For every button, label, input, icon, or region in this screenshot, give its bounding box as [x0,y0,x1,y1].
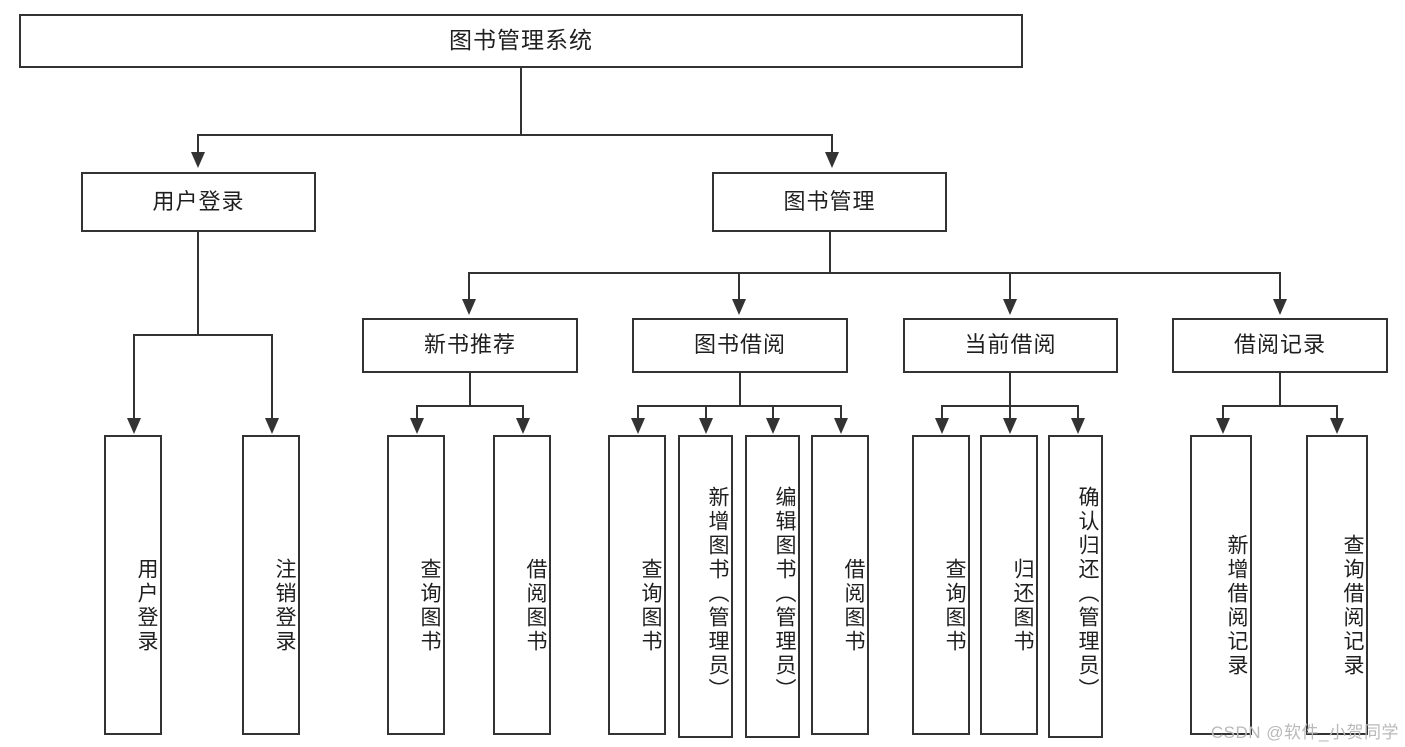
node-borrow-record[interactable]: 借阅记录 [1172,318,1388,373]
arrowhead-to-book-manage [825,152,839,168]
arrowhead-current-borrow-leaf-2 [1003,418,1017,434]
connector-current-borrow-drop-3 [1077,405,1079,419]
arrowhead-book-borrow-leaf-1 [631,418,645,434]
arrowhead-current-borrow-leaf-3 [1071,418,1085,434]
leaf-current-borrow-return-book[interactable]: 归还图书 [980,435,1038,735]
connector-root-stem [520,68,522,135]
connector-user-login-drop-1 [133,334,135,420]
connector-new-book-drop-1 [416,405,418,419]
connector-root-bus [197,134,833,136]
arrowhead-book-borrow-leaf-4 [834,418,848,434]
arrowhead-book-borrow-leaf-3 [766,418,780,434]
connector-borrow-record-drop-1 [1222,405,1224,419]
connector-book-manage-stem [829,232,831,274]
connector-book-borrow-drop-3 [772,405,774,419]
arrowhead-current-borrow-leaf-1 [935,418,949,434]
connector-user-login-stem [197,232,199,335]
connector-borrow-record-stem [1279,373,1281,407]
node-root-system[interactable]: 图书管理系统 [19,14,1023,68]
arrowhead-to-current-borrow [1003,299,1017,315]
arrowhead-new-book-leaf-1 [410,418,424,434]
arrowhead-borrow-record-leaf-1 [1216,418,1230,434]
arrowhead-new-book-leaf-2 [516,418,530,434]
connector-book-borrow-drop-4 [840,405,842,419]
arrowhead-to-borrow-record [1273,299,1287,315]
node-new-book-recommend[interactable]: 新书推荐 [362,318,578,373]
leaf-book-borrow-add-book-admin[interactable]: 新增图书（管理员） [678,435,733,738]
leaf-user-login[interactable]: 用户登录 [104,435,162,735]
connector-book-borrow-drop-1 [637,405,639,419]
connector-new-book-bus [416,405,524,407]
leaf-book-borrow-borrow-book[interactable]: 借阅图书 [811,435,869,735]
connector-book-borrow-bus [637,405,842,407]
leaf-user-logout[interactable]: 注销登录 [242,435,300,735]
leaf-book-borrow-query-book[interactable]: 查询图书 [608,435,666,735]
connector-book-manage-drop-1 [468,272,470,300]
arrowhead-to-book-borrow [732,299,746,315]
connector-user-login-bus [133,334,273,336]
leaf-new-book-borrow-book[interactable]: 借阅图书 [493,435,551,735]
arrowhead-to-user-login [191,152,205,168]
connector-new-book-drop-2 [522,405,524,419]
arrowhead-to-new-book [462,299,476,315]
leaf-new-book-query-book[interactable]: 查询图书 [387,435,445,735]
leaf-current-borrow-confirm-return-admin[interactable]: 确认归还（管理员） [1048,435,1103,738]
connector-book-manage-drop-4 [1279,272,1281,300]
leaf-borrow-record-query-record[interactable]: 查询借阅记录 [1306,435,1368,735]
connector-book-manage-drop-3 [1009,272,1011,300]
node-user-login[interactable]: 用户登录 [81,172,316,232]
connector-borrow-record-bus [1222,405,1338,407]
connector-book-borrow-stem [739,373,741,407]
leaf-borrow-record-add-record[interactable]: 新增借阅记录 [1190,435,1252,735]
csdn-watermark: CSDN @软件_小贺同学 [1210,723,1399,742]
connector-new-book-stem [469,373,471,407]
connector-current-borrow-drop-2 [1009,405,1011,419]
arrowhead-book-borrow-leaf-2 [699,418,713,434]
node-book-management[interactable]: 图书管理 [712,172,947,232]
connector-borrow-record-drop-2 [1336,405,1338,419]
arrowhead-borrow-record-leaf-2 [1330,418,1344,434]
arrowhead-user-login-leaf-2 [265,418,279,434]
leaf-book-borrow-edit-book-admin[interactable]: 编辑图书（管理员） [745,435,800,738]
connector-book-borrow-drop-2 [705,405,707,419]
connector-root-drop-left [197,134,199,154]
leaf-current-borrow-query-book[interactable]: 查询图书 [912,435,970,735]
node-book-borrow[interactable]: 图书借阅 [632,318,848,373]
connector-current-borrow-drop-1 [941,405,943,419]
arrowhead-user-login-leaf-1 [127,418,141,434]
connector-book-manage-bus [468,272,1280,274]
connector-root-drop-right [831,134,833,154]
node-current-borrow[interactable]: 当前借阅 [903,318,1118,373]
connector-user-login-drop-2 [271,334,273,420]
connector-current-borrow-stem [1009,373,1011,407]
connector-book-manage-drop-2 [738,272,740,300]
